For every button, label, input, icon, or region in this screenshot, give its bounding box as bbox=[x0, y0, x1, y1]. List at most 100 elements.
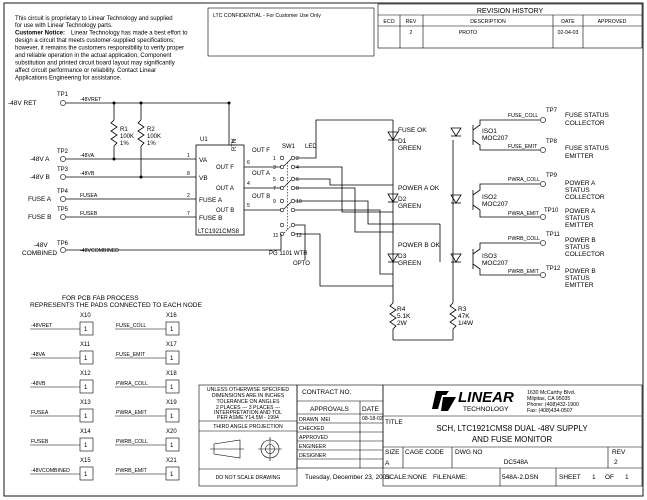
tp12-ref: TP12 bbox=[546, 266, 561, 272]
sheet-number: 1 bbox=[592, 474, 596, 481]
iso1-led bbox=[450, 127, 462, 137]
x13-pin: 1 bbox=[84, 414, 88, 420]
sw1-outb: OUT B bbox=[252, 194, 270, 200]
tp11-ref: TP11 bbox=[546, 232, 561, 238]
tp10-ref: TP10 bbox=[544, 208, 559, 214]
linear-logo bbox=[432, 391, 456, 411]
x10-net: -48VRET bbox=[31, 323, 53, 329]
u1-pin-va: VA bbox=[199, 157, 208, 164]
iso3-lbl-top-3: COLLECTOR bbox=[565, 251, 605, 258]
iso3-ref: ISO3 bbox=[482, 253, 497, 260]
tp8-symbol bbox=[540, 147, 546, 153]
x10-pin: 1 bbox=[84, 327, 88, 333]
d1-ref: D1 bbox=[398, 138, 407, 145]
tp5-label: FUSE B bbox=[28, 214, 51, 221]
tol-line-3: TOLERANCE ON ANGLES bbox=[216, 399, 280, 405]
iso3-lbl-bot-1: POWER B bbox=[565, 268, 596, 275]
iso3-lbl-top-2: STATUS bbox=[565, 244, 590, 251]
resistors-r1-r2: R1 100K 1% R2 100K 1% bbox=[110, 101, 161, 179]
iso2-lbl-top-1: POWER A bbox=[565, 180, 596, 187]
iso2-net-coll: PWRA_COLL bbox=[508, 177, 540, 183]
sw1-led-label: LED bbox=[305, 144, 317, 150]
iso2-part: MOC207 bbox=[482, 201, 508, 208]
iso2-lbl-top-3: COLLECTOR bbox=[565, 194, 605, 201]
notice-line-9: Applications Engineering for assistance. bbox=[15, 76, 122, 82]
tol-line-2: DIMENSIONS ARE IN INCHES bbox=[212, 393, 285, 399]
iso3-lbl-bot-3: EMITTER bbox=[565, 282, 594, 289]
d1-name: FUSE OK bbox=[398, 127, 427, 134]
tp1-ref: TP1 bbox=[57, 92, 69, 98]
d3-ref: D3 bbox=[398, 253, 407, 260]
iso2-lbl-bot-2: STATUS bbox=[565, 215, 590, 222]
tp5-ref: TP5 bbox=[57, 207, 69, 213]
rev-hdr-desc: DESCRIPTION bbox=[470, 19, 506, 25]
engineer-label: ENGINEER bbox=[299, 444, 326, 450]
filename-label: FILENAME: bbox=[433, 474, 468, 481]
tp6-symbol bbox=[60, 247, 66, 253]
iso1-lbl-top-2: COLLECTOR bbox=[565, 120, 605, 127]
tp5-symbol bbox=[60, 214, 66, 220]
tp1-net: -48VRET bbox=[80, 97, 102, 103]
iso2-lbl-top-2: STATUS bbox=[565, 187, 590, 194]
checked-label: CHECKED bbox=[299, 426, 325, 432]
r1-value: 100K bbox=[120, 134, 134, 140]
tp5-net: FUSEB bbox=[80, 211, 98, 217]
x18-net: PWRA_COLL bbox=[116, 381, 148, 387]
tol-line-6: PER ASME Y14.5M - 1994 bbox=[217, 415, 279, 421]
scale-text: SCALE:NONE bbox=[385, 474, 428, 481]
iso3-part: MOC207 bbox=[482, 260, 508, 267]
sw1-pin8: 8 bbox=[296, 186, 299, 192]
tp10-symbol bbox=[540, 214, 546, 220]
sw1-pin3: 3 bbox=[273, 165, 276, 171]
iso1-lbl-bot-1: FUSE STATUS bbox=[565, 145, 609, 152]
d2-name: POWER A OK bbox=[398, 185, 440, 192]
iso1-lbl-top-1: FUSE STATUS bbox=[565, 112, 609, 119]
iso3-led bbox=[450, 253, 462, 263]
u1-pin-outa-num: 4 bbox=[247, 181, 250, 187]
x21-ref: X21 bbox=[166, 458, 177, 464]
drawn-by: MEI bbox=[321, 417, 330, 423]
tol-line-5: INTERPRETATION AND TOL bbox=[214, 410, 282, 416]
pcb-fab-pads: FOR PCB FAB PROCESS REPRESENTS THE PADS … bbox=[30, 295, 202, 481]
u1-pin-outf: OUT F bbox=[216, 165, 234, 171]
tp3-label: -48V B bbox=[30, 174, 50, 181]
tp9-symbol bbox=[540, 181, 546, 187]
sw1-pin4: 4 bbox=[296, 165, 299, 171]
third-angle-label: THIRD ANGLE PROJECTION bbox=[213, 424, 283, 430]
sw1-pin11: 11 bbox=[273, 233, 278, 239]
tp6-net: -48VCOMBINED bbox=[80, 248, 119, 254]
sw1-pin1: 1 bbox=[273, 156, 276, 162]
tp6-ref: TP6 bbox=[57, 241, 69, 247]
sheet-border bbox=[3, 2, 644, 497]
sheet-label: SHEET bbox=[559, 474, 581, 481]
company-technology: TECHNOLOGY bbox=[463, 406, 509, 413]
x18-pin: 1 bbox=[170, 385, 174, 391]
u1-pin-outb-num: 5 bbox=[247, 203, 250, 209]
tp2-label: -48V A bbox=[30, 156, 50, 163]
iso2-lbl-bot-3: EMITTER bbox=[565, 222, 594, 229]
notice-line-4: design a circuit that meets customer-sup… bbox=[15, 38, 175, 44]
tp4-symbol bbox=[60, 196, 66, 202]
d2-color: GREEN bbox=[398, 203, 421, 210]
u1-pin-fuseb-num: 7 bbox=[187, 211, 190, 217]
sw1-part: PG 1101 WTR bbox=[269, 251, 308, 257]
r4-power: 2W bbox=[397, 320, 408, 327]
tp3-net: -48VB bbox=[80, 171, 95, 177]
drawn-label: DRAWN bbox=[299, 417, 319, 423]
d2-ref: D2 bbox=[398, 196, 407, 203]
x15-pin: 1 bbox=[84, 472, 88, 478]
rev-row-desc: PROTO bbox=[459, 30, 477, 36]
tp4-label: FUSE A bbox=[28, 196, 52, 203]
size-label: SIZE bbox=[385, 449, 400, 456]
tp7-symbol bbox=[540, 117, 546, 123]
x19-pin: 1 bbox=[170, 414, 174, 420]
r4-ref: R4 bbox=[397, 306, 406, 313]
tp2-symbol bbox=[60, 156, 66, 162]
iso2-net-emit: PWRA_EMIT bbox=[508, 211, 540, 217]
d3-led-symbol bbox=[387, 253, 399, 263]
r3-ref: R3 bbox=[458, 306, 467, 313]
x15-net: -48VCOMBINED bbox=[31, 468, 70, 474]
contract-label: CONTRACT NO. bbox=[302, 389, 352, 396]
sw1-pin12: 12 bbox=[296, 233, 302, 239]
fab-title-2: REPRESENTS THE PADS CONNECTED TO EACH NO… bbox=[30, 302, 202, 309]
